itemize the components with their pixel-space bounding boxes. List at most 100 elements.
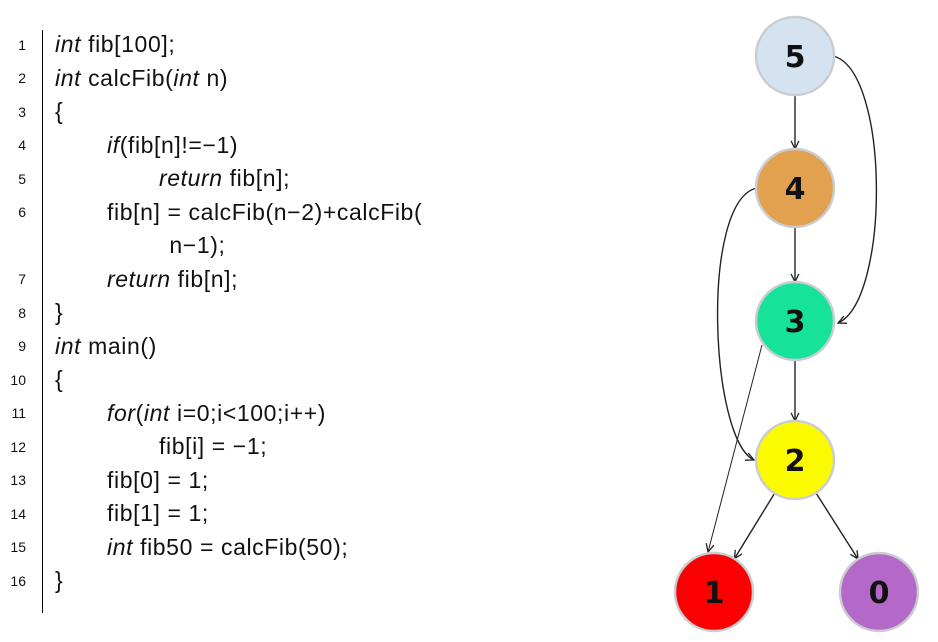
graph-nodes: 5 4 3 2 1 0 bbox=[673, 15, 920, 633]
node-circle bbox=[754, 147, 836, 229]
code-text: fib[n] = calcFib(n−2)+calcFib( bbox=[107, 198, 423, 225]
code-text: fib[i] = −1; bbox=[159, 433, 268, 460]
line-number: 11 bbox=[11, 405, 26, 422]
keyword: for bbox=[107, 399, 136, 426]
line-number: 4 bbox=[18, 137, 26, 154]
line-number: 7 bbox=[18, 271, 26, 288]
line-number: 16 bbox=[10, 572, 26, 589]
code-line: 8} bbox=[0, 296, 560, 330]
line-number: 12 bbox=[10, 438, 26, 455]
node-label: 0 bbox=[869, 576, 890, 611]
line-text: fib[i] = −1; bbox=[159, 433, 267, 460]
line-text: int fib50 = calcFib(50); bbox=[107, 534, 348, 561]
line-text: } bbox=[55, 299, 63, 326]
keyword: int bbox=[55, 31, 82, 58]
node-label: 4 bbox=[785, 172, 806, 207]
code-line: 10{ bbox=[0, 363, 560, 397]
keyword: int bbox=[55, 332, 82, 359]
line-number: 8 bbox=[18, 304, 26, 321]
edge-4-to-2 bbox=[716, 187, 758, 461]
edge-4-to-3 bbox=[790, 227, 800, 284]
node-circle bbox=[754, 280, 836, 362]
keyword: return bbox=[107, 265, 171, 292]
keyword: int bbox=[55, 64, 82, 91]
line-number-divider bbox=[42, 30, 43, 613]
code-text: fib[0] = 1; bbox=[107, 466, 209, 493]
code-line: 15 int fib50 = calcFib(50); bbox=[0, 531, 560, 565]
line-text: } bbox=[55, 567, 63, 594]
line-text: int main() bbox=[55, 333, 157, 360]
code-line: 11 for(int i=0;i<100;i++) bbox=[0, 397, 560, 431]
code-text: } bbox=[55, 299, 64, 326]
code-text: n−1); bbox=[169, 232, 226, 259]
node-label: 3 bbox=[785, 305, 806, 340]
line-text: { bbox=[55, 366, 63, 393]
node-label: 5 bbox=[785, 40, 806, 75]
line-text: fib[n] = calcFib(n−2)+calcFib( bbox=[107, 199, 422, 226]
line-text: { bbox=[55, 98, 63, 125]
node-2: 2 bbox=[754, 419, 836, 501]
code-text: calcFib( bbox=[81, 64, 174, 91]
recursion-call-graph: 5 4 3 2 1 0 bbox=[673, 15, 920, 633]
node-label: 1 bbox=[704, 576, 725, 611]
node-0: 0 bbox=[838, 551, 920, 633]
code-line: n−1); bbox=[0, 229, 560, 263]
code-text: main() bbox=[81, 332, 157, 359]
code-line: 1 int fib[100]; bbox=[0, 28, 560, 62]
line-text: n−1); bbox=[169, 232, 225, 259]
line-number: 2 bbox=[18, 70, 26, 87]
code-line: 9 int main() bbox=[0, 330, 560, 364]
code-text: } bbox=[55, 567, 64, 594]
node-5: 5 bbox=[754, 15, 836, 97]
line-text: fib[0] = 1; bbox=[107, 467, 209, 494]
edge-5-to-4 bbox=[790, 95, 800, 151]
code-line: 3{ bbox=[0, 95, 560, 129]
code-text: { bbox=[55, 98, 64, 125]
code-text: fib[n]; bbox=[170, 265, 239, 292]
code-line: 16} bbox=[0, 564, 560, 598]
line-number: 6 bbox=[18, 204, 26, 221]
line-text: for(int i=0;i<100;i++) bbox=[107, 400, 326, 427]
code-text: fib[1] = 1; bbox=[107, 500, 209, 527]
keyword: int bbox=[143, 399, 171, 426]
node-circle bbox=[754, 15, 836, 97]
line-text: int fib[100]; bbox=[55, 31, 175, 58]
graph-edges bbox=[705, 55, 878, 561]
node-4: 4 bbox=[754, 147, 836, 229]
line-number: 9 bbox=[18, 338, 26, 355]
code-line: 2 int calcFib(int n) bbox=[0, 62, 560, 96]
line-text: return fib[n]; bbox=[159, 165, 290, 192]
code-line: 4 if(fib[n]!=−1) bbox=[0, 129, 560, 163]
edge-2-to-1 bbox=[733, 492, 776, 561]
code-line: 14 fib[1] = 1; bbox=[0, 497, 560, 531]
code-line: 7 return fib[n]; bbox=[0, 263, 560, 297]
code-text: fib50 = calcFib(50); bbox=[133, 533, 349, 560]
code-text: fib[n]; bbox=[222, 165, 291, 192]
line-number: 15 bbox=[10, 539, 26, 556]
code-text: i=0;i<100;i++) bbox=[170, 399, 327, 426]
code-text: fib[100]; bbox=[81, 31, 176, 58]
code-text: n) bbox=[199, 64, 229, 91]
line-number: 14 bbox=[10, 505, 26, 522]
keyword: int bbox=[107, 533, 134, 560]
code-line: 12 fib[i] = −1; bbox=[0, 430, 560, 464]
code-text: (fib[n]!=−1) bbox=[119, 131, 239, 158]
keyword: if bbox=[107, 131, 120, 158]
edge-3-to-1 bbox=[705, 344, 763, 554]
line-text: fib[1] = 1; bbox=[107, 500, 209, 527]
line-number: 1 bbox=[18, 36, 26, 53]
edge-3-to-2 bbox=[790, 360, 800, 423]
code-line: 6 fib[n] = calcFib(n−2)+calcFib( bbox=[0, 196, 560, 230]
node-3: 3 bbox=[754, 280, 836, 362]
node-circle bbox=[673, 551, 755, 633]
line-text: int calcFib(int n) bbox=[55, 65, 228, 92]
line-text: if(fib[n]!=−1) bbox=[107, 132, 238, 159]
node-1: 1 bbox=[673, 551, 755, 633]
code-text: { bbox=[55, 366, 64, 393]
line-number: 3 bbox=[18, 103, 26, 120]
node-circle bbox=[754, 419, 836, 501]
keyword: int bbox=[173, 64, 200, 91]
node-label: 2 bbox=[785, 444, 806, 479]
